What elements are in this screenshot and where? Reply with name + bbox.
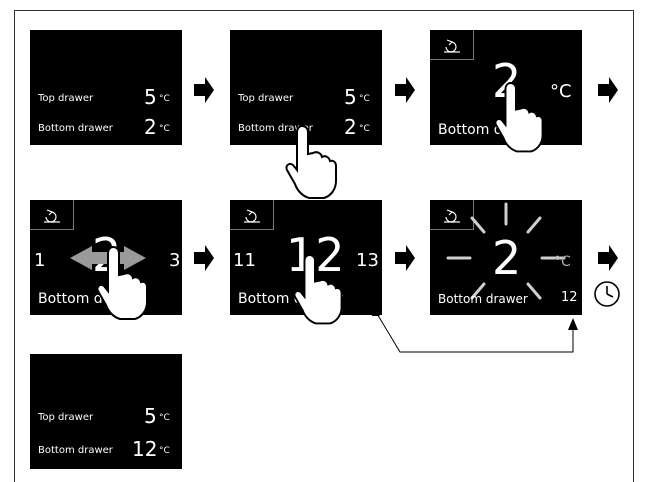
next-value: 13 <box>356 250 379 271</box>
top-drawer-label: Top drawer <box>38 412 94 423</box>
drawer-label: Bottom drawer <box>238 291 343 307</box>
temperature-unit: °C <box>550 81 572 102</box>
drawer-label: Bottom drawer <box>438 122 543 138</box>
bottom-drawer-label: Bottom drawer <box>38 123 113 134</box>
bottom-drawer-unit: °C <box>359 124 370 134</box>
temperature-unit: °C <box>554 254 571 270</box>
screen-initial: Top drawer 5 °C Bottom drawer 2 °C <box>30 30 182 145</box>
new-value-display: 12 <box>561 290 578 305</box>
drawer-label: Bottom drawer <box>38 291 143 307</box>
previous-value: 1 <box>34 250 46 271</box>
previous-value: 11 <box>233 250 256 271</box>
back-button[interactable] <box>430 200 474 230</box>
top-drawer-unit: °C <box>159 413 170 423</box>
temperature-value[interactable]: 2 <box>92 228 122 282</box>
next-value: 3 <box>169 250 181 271</box>
top-drawer-label: Top drawer <box>238 93 294 104</box>
bottom-drawer-label[interactable]: Bottom drawer <box>238 123 313 134</box>
bottom-drawer-label: Bottom drawer <box>38 445 113 456</box>
bottom-drawer-value: 12 <box>132 437 158 461</box>
temperature-value[interactable]: 2 <box>492 54 522 108</box>
screen-new-value: 11 12 13 Bottom drawer <box>230 200 382 315</box>
top-drawer-value: 5 <box>344 85 357 109</box>
screen-result: Top drawer 5 °C Bottom drawer 12 °C <box>30 354 182 469</box>
screen-swipe: 1 2 3 Bottom drawer <box>30 200 182 315</box>
back-button[interactable] <box>230 200 274 230</box>
back-icon <box>244 209 260 223</box>
top-drawer-unit: °C <box>359 94 370 104</box>
bottom-drawer-value: 2 <box>144 115 157 139</box>
figure-frame <box>14 10 634 482</box>
temperature-value[interactable]: 12 <box>286 228 345 282</box>
back-icon <box>44 209 60 223</box>
back-icon <box>444 39 460 53</box>
top-drawer-value: 5 <box>144 404 157 428</box>
top-drawer-value: 5 <box>144 85 157 109</box>
back-button[interactable] <box>30 200 74 230</box>
drawer-label: Bottom drawer <box>438 292 528 306</box>
bottom-drawer-unit: °C <box>159 446 170 456</box>
bottom-drawer-unit: °C <box>159 124 170 134</box>
back-button[interactable] <box>430 30 474 60</box>
top-drawer-label: Top drawer <box>38 93 94 104</box>
top-drawer-unit: °C <box>159 94 170 104</box>
screen-temperature-set: 2 °C Bottom drawer <box>430 30 582 145</box>
screen-select-drawer: Top drawer 5 °C Bottom drawer 2 °C <box>230 30 382 145</box>
screen-confirmed: 2 °C Bottom drawer 12 <box>430 200 582 315</box>
back-icon <box>444 209 460 223</box>
bottom-drawer-value: 2 <box>344 115 357 139</box>
temperature-value: 2 <box>492 231 522 285</box>
